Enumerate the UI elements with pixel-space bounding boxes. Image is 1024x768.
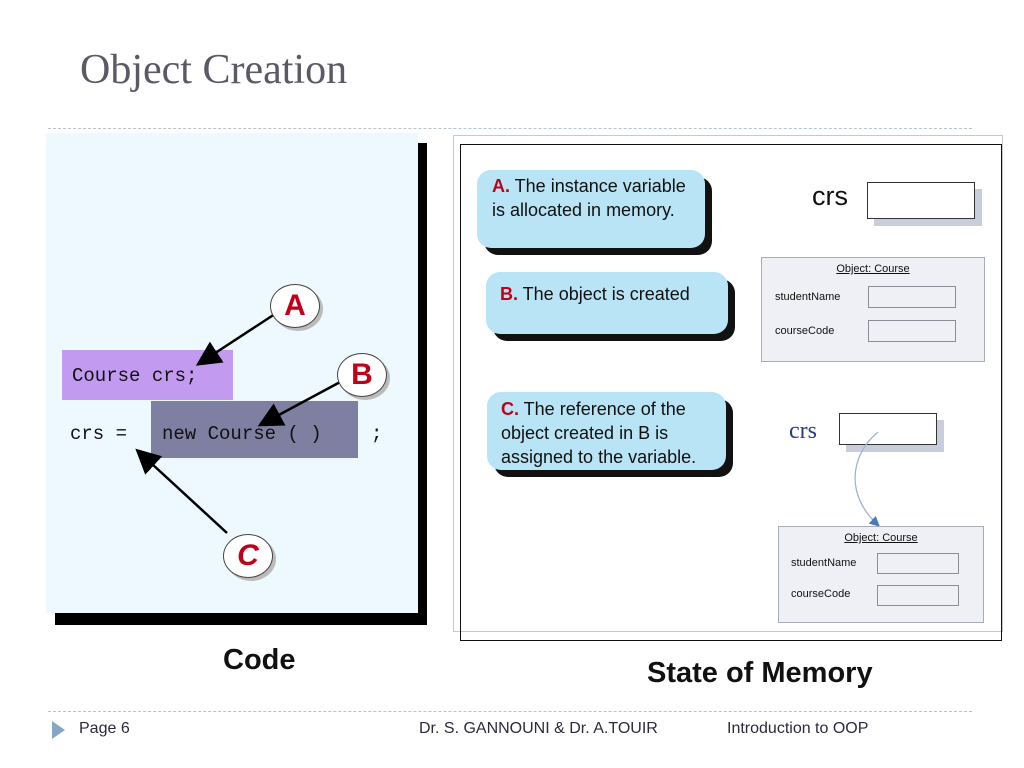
field-value-box [877,553,959,574]
object-title: Object: Course [844,532,918,544]
footer-authors: Dr. S. GANNOUNI & Dr. A.TOUIR [419,720,658,737]
slide-title: Object Creation [80,47,348,93]
arrow-b [257,379,343,427]
memory-heading: State of Memory [647,657,873,689]
memory-panel [460,144,1002,641]
declaration-highlight: Course crs; [62,350,233,400]
arrow-a [195,310,279,366]
object-card-b: Object: Course studentName courseCode [761,257,985,362]
callout-a-marker: A. [492,176,510,196]
object-card-c: Object: Course studentName courseCode [778,526,984,623]
field-label: studentName [775,291,841,303]
triangle-bullet-icon [52,721,65,739]
var-label-c: crs [789,418,817,444]
semicolon-code: ; [371,423,383,445]
callout-c-text: The reference of the object created in B… [501,399,697,467]
callout-c-marker: C. [501,399,519,419]
var-label-a: crs [812,181,848,211]
code-heading: Code [223,644,296,676]
variable-slot-a [867,182,975,219]
title-divider [48,128,972,129]
new-expression-code: new Course ( ) [162,423,322,445]
callout-c: C. The reference of the object created i… [487,392,726,470]
footer-course: Introduction to OOP [727,720,869,737]
callout-b-marker: B. [500,284,518,304]
badge-b: B [337,353,387,397]
callout-a: A. The instance variable is allocated in… [477,170,705,248]
badge-a: A [270,284,320,328]
field-value-box [868,320,956,342]
page-number: Page 6 [79,720,130,737]
footer-divider [48,711,972,712]
field-label: studentName [791,557,857,569]
memory-panel-outer [453,135,1003,632]
badge-c: C [223,534,273,578]
field-label: courseCode [791,588,851,600]
declaration-code: Course crs; [72,365,198,387]
new-expression-highlight: new Course ( ) [151,401,358,458]
callout-b-text: The object is created [518,284,690,304]
assign-variable-code: crs = [70,423,128,445]
arrow-c [135,448,228,534]
callout-a-text: The instance variable is allocated in me… [492,176,686,220]
field-value-box [877,585,959,606]
variable-slot-c [839,413,937,445]
callout-b: B. The object is created [486,272,728,334]
object-title: Object: Course [836,263,910,275]
field-label: courseCode [775,325,835,337]
field-value-box [868,286,956,308]
